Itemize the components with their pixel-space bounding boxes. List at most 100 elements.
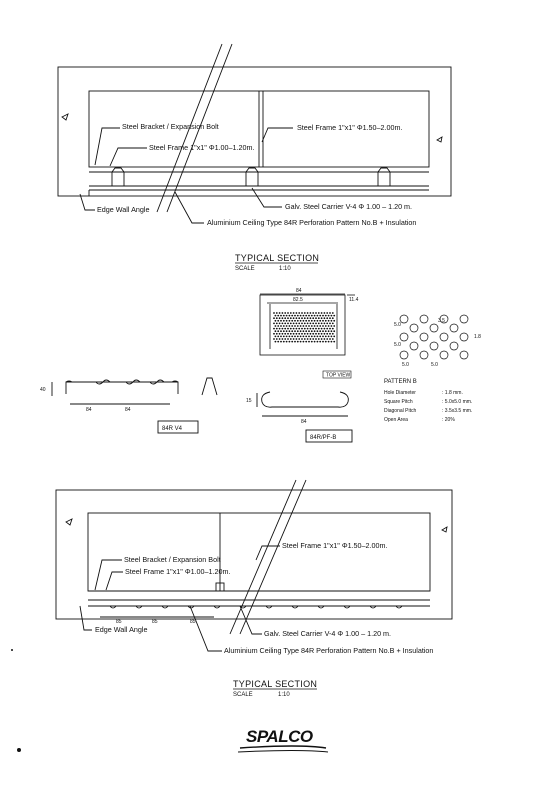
pattern-hole	[409, 341, 419, 351]
perforation-dot	[294, 335, 296, 338]
dim-85-a: 85	[116, 619, 122, 625]
carrier-clip	[317, 605, 325, 609]
perforation-dot	[292, 317, 295, 320]
perforation-dot	[273, 312, 275, 314]
carrier-clip-1	[95, 379, 111, 385]
perforation-dot	[312, 317, 315, 320]
perforation-dot	[323, 317, 326, 320]
leader-ceiling	[189, 605, 222, 652]
carrier-clip	[239, 605, 247, 609]
perforation-dot	[291, 335, 294, 338]
carrier-clips	[109, 605, 403, 609]
panel-end-clip	[201, 377, 218, 396]
perforation-dot	[333, 319, 336, 322]
perforation-dot	[317, 332, 320, 335]
perforation-dot	[274, 340, 277, 343]
perforation-dot	[331, 332, 334, 335]
perforation-dot	[333, 340, 336, 343]
perforation-dot	[319, 319, 322, 322]
perforation-dot	[298, 327, 301, 330]
perforation-dot	[288, 319, 291, 322]
panel-profile-outline	[261, 391, 349, 408]
leader-carrier	[239, 605, 262, 635]
perforation-dot	[299, 330, 302, 333]
perforation-dot	[322, 325, 324, 327]
leader-frame-large	[261, 127, 293, 143]
leader-frame-large	[255, 545, 280, 561]
perforation-dot	[299, 335, 302, 338]
perforation-dot	[308, 330, 310, 333]
perforation-dot	[316, 325, 319, 327]
perforation-dot	[306, 327, 309, 330]
perforation-dot	[277, 325, 280, 327]
slab-mark	[441, 526, 448, 533]
concrete-slab-outline	[57, 66, 452, 197]
break-line-a	[229, 479, 297, 635]
perforation-dot	[322, 314, 324, 317]
perforation-dot	[308, 325, 310, 327]
label-ceiling: Aluminium Ceiling Type 84R Perforation P…	[207, 218, 416, 227]
perforation-dot	[278, 312, 281, 314]
perforation-dot	[326, 338, 329, 340]
perforation-dot	[298, 332, 301, 335]
perforation-dot	[310, 330, 313, 333]
perforation-dot	[317, 338, 320, 340]
panel-name-box	[305, 429, 353, 443]
perforation-dot	[316, 335, 319, 338]
perforation-dot	[333, 325, 336, 327]
perforation-dot	[326, 312, 329, 314]
perforation-dot	[320, 322, 323, 325]
perforation-dot	[317, 327, 320, 330]
top-section-labels: Steel Bracket / Expansion Bolt Steel Fra…	[97, 122, 416, 272]
perforation-dot	[295, 338, 298, 340]
carrier-clip	[135, 605, 143, 609]
pattern-hole	[409, 323, 419, 333]
carrier-name-box	[157, 420, 199, 434]
pattern-dim-c: 3.5	[438, 318, 445, 324]
perforation-dot	[326, 327, 329, 330]
perforation-dot	[282, 314, 285, 317]
perforation-dot	[294, 330, 296, 333]
perforation-dot	[273, 332, 275, 335]
dim-84-a: 84	[86, 407, 92, 413]
dim-85-c: 85	[190, 619, 196, 625]
perforation-dot	[296, 314, 299, 317]
perforation-dot	[333, 330, 336, 333]
perforation-dot	[289, 332, 292, 335]
perforation-dot	[305, 340, 308, 343]
perforation-dot	[320, 332, 323, 335]
perforation-dot	[309, 327, 312, 330]
perforation-dot	[295, 312, 298, 314]
perforation-dot	[303, 338, 306, 340]
perforation-dot	[305, 325, 308, 327]
perforation-dot	[288, 330, 291, 333]
pattern-hole	[399, 332, 409, 342]
perforation-dot	[278, 322, 281, 325]
perforation-dot	[309, 338, 312, 340]
perforation-dot	[296, 330, 299, 333]
pattern-hole	[449, 341, 459, 351]
perforation-dot	[319, 340, 322, 343]
perforation-dot	[330, 335, 333, 338]
label-frame-large: Steel Frame 1"x1" Φ1.50–2.00m.	[282, 541, 388, 550]
perforation-dot	[306, 338, 309, 340]
perforation-dot	[309, 322, 312, 325]
carrier-profile	[51, 377, 218, 434]
perforation-dot	[291, 319, 294, 322]
perforation-dot	[303, 322, 306, 325]
perforation-dot	[306, 312, 309, 314]
perforation-dot	[327, 330, 330, 333]
pattern-hole	[399, 314, 409, 324]
perforation-dot	[292, 332, 295, 335]
perforation-dot	[330, 325, 333, 327]
perforation-dot	[324, 325, 327, 327]
perforation-dot	[331, 322, 334, 325]
perforation-dot	[274, 335, 277, 338]
top-view-label: TOP VIEW	[326, 373, 351, 379]
perforation-dot	[275, 332, 278, 335]
perforation-dot	[323, 332, 326, 335]
perforation-dot	[323, 338, 326, 340]
perforation-dot	[302, 330, 305, 333]
perforation-dot	[305, 335, 308, 338]
dim-perf: 82.5	[293, 297, 303, 303]
